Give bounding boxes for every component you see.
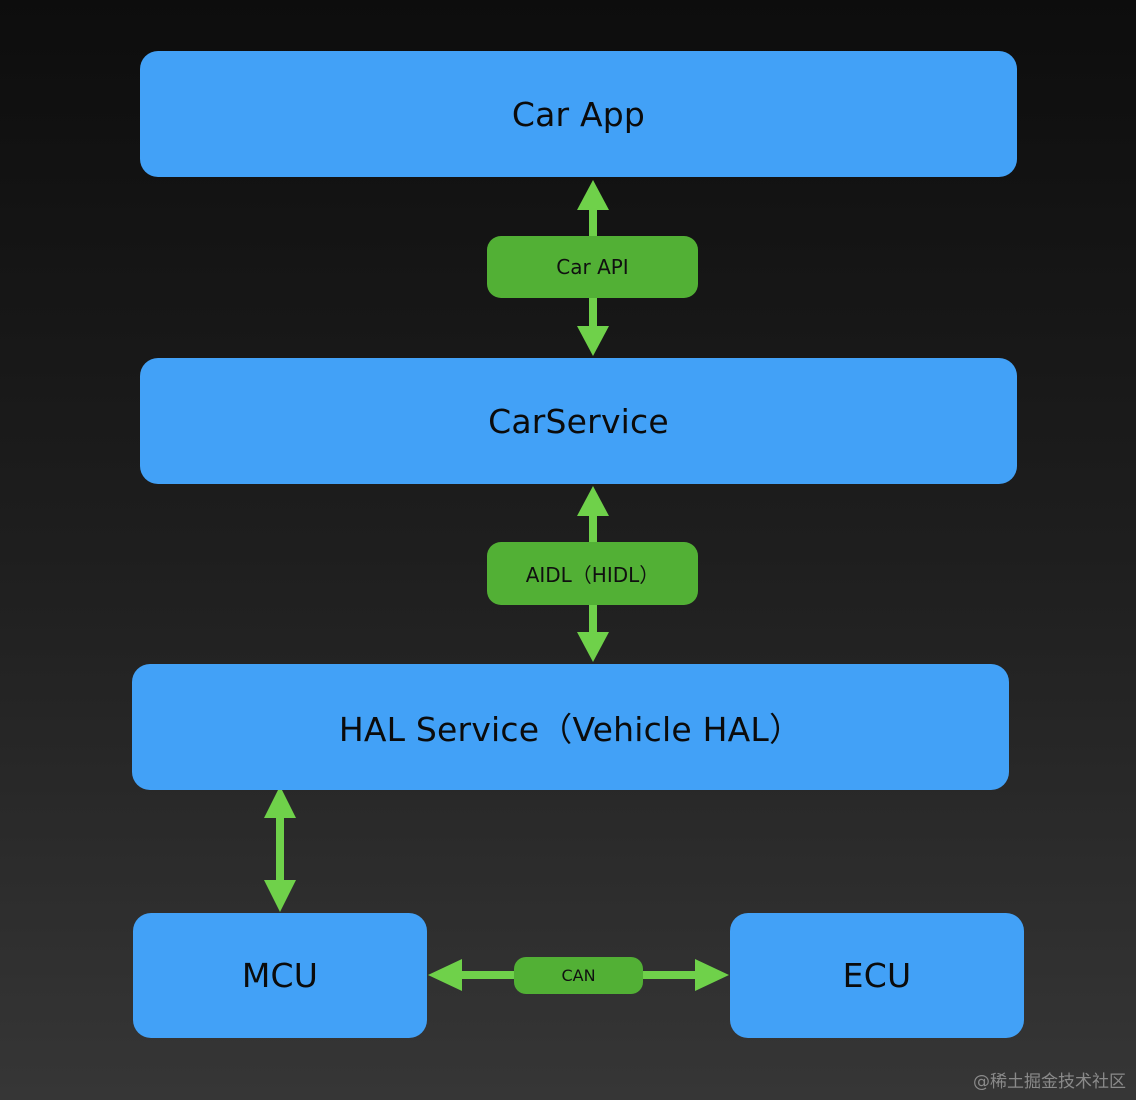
can-pill: CAN bbox=[514, 957, 643, 994]
car-api-label: Car API bbox=[556, 255, 629, 279]
mcu-block: MCU bbox=[133, 913, 427, 1038]
car-service-block: CarService bbox=[140, 358, 1017, 484]
car-app-block: Car App bbox=[140, 51, 1017, 177]
ecu-label: ECU bbox=[842, 956, 912, 995]
ecu-block: ECU bbox=[730, 913, 1024, 1038]
arrow-mcu-ecu bbox=[428, 959, 729, 991]
aidl-hidl-label: AIDL（HIDL） bbox=[525, 563, 660, 587]
hal-service-block: HAL Service（Vehicle HAL） bbox=[132, 664, 1009, 790]
watermark-text: @稀土掘金技术社区 bbox=[973, 1072, 1126, 1092]
mcu-label: MCU bbox=[241, 956, 319, 995]
car-service-label: CarService bbox=[488, 401, 669, 441]
aidl-hidl-pill: AIDL（HIDL） bbox=[487, 542, 698, 605]
car-api-pill: Car API bbox=[487, 236, 698, 298]
hal-service-label: HAL Service（Vehicle HAL） bbox=[338, 710, 803, 749]
arrow-carapp-carservice bbox=[577, 180, 609, 356]
arrow-carservice-hal bbox=[577, 486, 609, 662]
can-label: CAN bbox=[561, 966, 596, 985]
car-app-label: Car App bbox=[511, 94, 646, 134]
arrow-hal-mcu bbox=[264, 786, 296, 912]
